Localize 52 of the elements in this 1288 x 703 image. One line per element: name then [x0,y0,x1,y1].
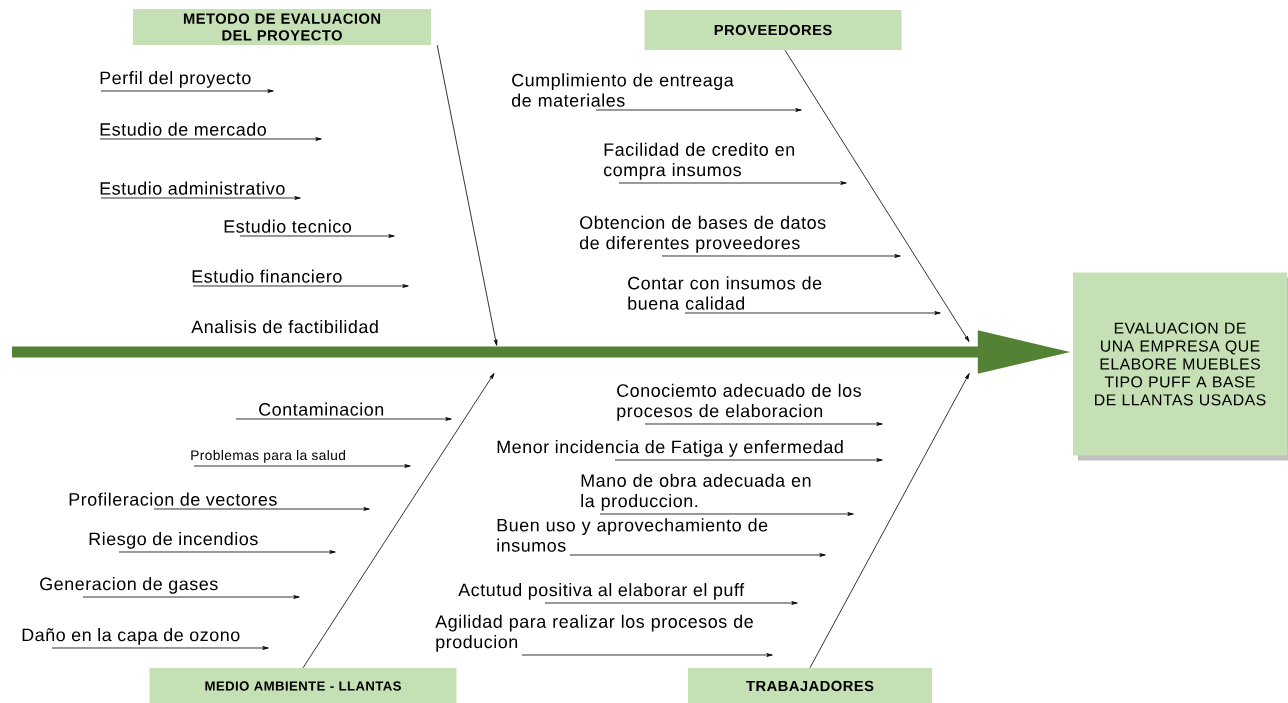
cause-arrow [100,89,274,93]
cause-arrow [153,507,370,511]
cause-label: Estudio administrativo [100,181,285,195]
cause-arrow [99,137,322,141]
cause-label: Profileracion de vectores [69,492,277,506]
cause-label: Contaminacion [259,402,384,416]
bone-arrow [809,373,970,669]
cause-arrow [544,601,798,605]
effect-box: EVALUACION DE UNA EMPRESA QUE ELABORE MUEBLES TIPO PUFF A BASE DE LLANTAS USADAS [1073,272,1288,461]
cause-arrow [51,646,269,650]
cause-arrow [661,254,901,258]
cause-arrow [192,284,409,288]
cause-label: Contar con insumos de buena calidad [628,276,822,310]
cause-label: Problemas para la salud [191,450,345,463]
cause-label: Generacion de gases [40,577,218,594]
bone-arrow [302,373,495,669]
category-box: METODO DE EVALUACION DEL PROYECTO [133,9,431,45]
category-box: MEDIO AMBIENTE - LLANTAS [149,668,457,703]
cause-label: Analisis de factibilidad [191,320,378,334]
cause-arrow [239,234,395,238]
cause-label: Estudio tecnico [224,219,352,233]
cause-arrow [614,458,883,462]
cause-label: Obtencion de bases de datos de diferentes proveedores [579,215,826,253]
bone-arrow [784,49,970,342]
bone-arrow [436,44,498,346]
cause-label: Mano de obra adecuada en la produccion. [581,473,811,511]
cause-label: Estudio financiero [192,269,342,283]
cause-label: Buen uso y aprovechamiento de insumos [497,518,768,552]
cause-label: Cumplimiento de entreaga de materiales [511,73,734,107]
cause-arrow [82,595,300,599]
cause-label: Perfil del proyecto [100,71,251,88]
cause-arrow [599,512,854,516]
cause-label: Actutud positiva al elaborar el puff [458,583,745,600]
cause-arrow [193,464,411,468]
cause-label: Daño en la capa de ozono [22,628,240,645]
cause-arrow [618,181,847,185]
cause-label: Estudio de mercado [100,122,266,136]
cause-arrow [235,417,452,421]
cause-label: Menor incidencia de Fatiga y enfermedad [497,440,843,457]
cause-arrow [644,422,883,426]
cause-label: Facilidad de credito en compra insumos [603,142,794,180]
cause-arrow [569,553,826,557]
category-box: PROVEEDORES [644,10,902,50]
cause-arrow [118,550,336,554]
cause-arrow [595,108,802,112]
cause-arrow [684,311,941,315]
cause-arrow [521,653,773,657]
cause-label: Riesgo de incendios [89,532,258,549]
cause-label: Conociemto adecuado de los procesos de elaboracion [617,383,861,421]
cause-label: Agilidad para realizar los procesos de producion [435,614,753,652]
category-box: TRABAJADORES [688,668,932,703]
cause-arrow [100,196,301,200]
